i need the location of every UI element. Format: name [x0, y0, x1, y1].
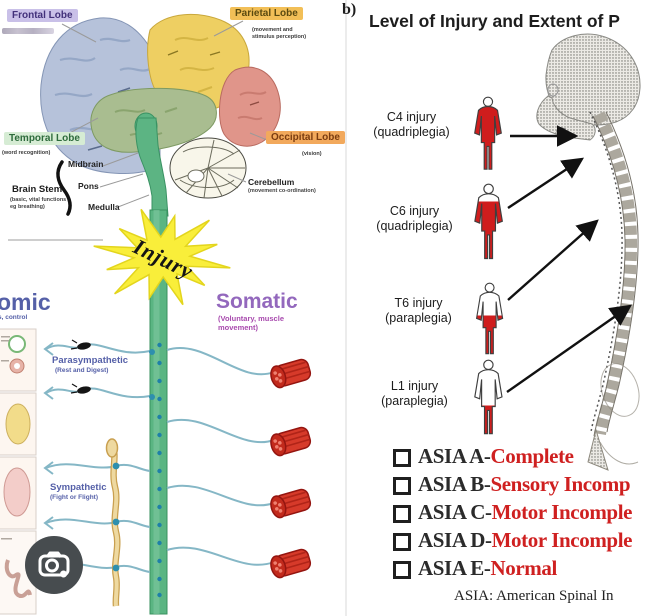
sympathetic-caption: (Fight or Flight) — [50, 494, 99, 501]
injury-level-label-c4: C4 injury (quadriplegia) — [354, 110, 469, 139]
injury-extent-t6: (paraplegia) — [385, 310, 452, 325]
level-arrows — [506, 125, 632, 393]
checkbox-icon — [393, 477, 411, 495]
muscle-icon — [267, 546, 313, 581]
brain-stem-caption: (basic, vital functions eg breathing) — [10, 197, 67, 210]
asia-description: Sensory Incomp — [490, 472, 631, 496]
spinal-nerve-dots — [157, 342, 162, 598]
parietal-lobe-caption: (movement and stimulus perception) — [252, 27, 307, 40]
parietal-lobe-label: Parietal Lobe — [230, 7, 303, 20]
skull-jaw — [536, 95, 596, 141]
cerebellum-label: Cerebellum — [248, 177, 295, 187]
asia-description: Normal — [490, 556, 557, 580]
nerve-lines-right — [166, 347, 275, 566]
brainstem-shape — [134, 112, 169, 217]
panel-title: Level of Injury and Extent of P — [369, 11, 620, 31]
parasympathetic-label: Parasympathetic — [52, 355, 129, 366]
injury-level-label-c6: C6 injury (quadriplegia) — [357, 204, 472, 233]
parasympathetic-caption: (Rest and Digest) — [55, 367, 109, 374]
occipital-lobe-caption: (vision) — [302, 151, 322, 157]
frontal-lobe-label: Frontal Lobe — [7, 9, 78, 22]
asia-grade: ASIA C- — [418, 500, 492, 524]
autonomic-label-truncated: omic — [0, 289, 51, 315]
injury-starburst: Injury — [93, 208, 231, 306]
asia-description: Complete — [490, 444, 574, 468]
brainstem-pointer — [56, 160, 72, 216]
injury-level-t6: T6 injury — [394, 296, 443, 310]
asia-row: ASIA C- Motor Incomple — [393, 500, 632, 525]
injury-level-label-l1: L1 injury (paraplegia) — [357, 379, 472, 408]
injury-level-l1: L1 injury — [390, 379, 439, 393]
midbrain-label: Midbrain — [68, 159, 104, 169]
panel-letter: b) — [342, 1, 357, 18]
asia-grade: ASIA B- — [418, 472, 491, 496]
cerebellum-caption: (movement co-ordination) — [248, 188, 316, 194]
temporal-lobe-label: Temporal Lobe — [4, 132, 85, 145]
spinal-cord — [149, 209, 168, 615]
sympathetic-chain — [105, 438, 121, 607]
google-lens-camera-icon — [38, 551, 70, 578]
somatic-caption: (Voluntary, muscle movement) — [218, 314, 284, 332]
skull-cranium — [545, 33, 641, 126]
injury-level-c6: C6 injury — [389, 204, 440, 218]
figure-c4 — [474, 96, 502, 170]
asia-row: ASIA E- Normal — [393, 556, 557, 581]
injury-extent-c4: (quadriplegia) — [373, 124, 450, 139]
checkbox-icon — [393, 505, 411, 523]
somatic-label: Somatic — [216, 290, 298, 313]
occipital-lobe-label: Occipital Lobe — [266, 131, 345, 144]
muscle-icon — [267, 356, 313, 391]
skull-spine-illustration — [536, 33, 641, 471]
neuron-icons — [70, 339, 91, 394]
checkbox-icon — [393, 449, 411, 467]
injury-figures — [474, 96, 504, 435]
asia-row: ASIA A- Complete — [393, 444, 574, 469]
sympathetic-label: Sympathetic — [50, 482, 107, 493]
temporal-lobe-caption: (word recognition) — [2, 150, 51, 156]
ganglion-dots — [112, 349, 155, 572]
vertebral-column — [593, 111, 638, 436]
google-lens-button[interactable] — [25, 536, 83, 594]
autonomic-caption-truncated: s, control — [0, 314, 28, 321]
injury-extent-l1: (paraplegia) — [381, 393, 448, 408]
brain-stem-label: Brain Stem — [12, 184, 63, 195]
figure-c6 — [474, 183, 503, 260]
frontal-lobe-caption-blur — [2, 28, 54, 34]
injury-level-c4: C4 injury — [386, 110, 437, 124]
injury-level-label-t6: T6 injury (paraplegia) — [361, 296, 476, 325]
occipital-lobe-shape — [219, 66, 281, 147]
asia-description: Motor Incomple — [491, 528, 633, 552]
figure-l1 — [474, 359, 503, 435]
checkbox-icon — [393, 533, 411, 551]
asia-grade: ASIA E- — [418, 556, 491, 580]
asia-row: ASIA D- Motor Incomple — [393, 528, 632, 553]
asia-description: Motor Incomple — [491, 500, 633, 524]
cerebellum-shape — [169, 137, 247, 199]
asia-grade: ASIA A- — [418, 444, 491, 468]
muscle-icon — [267, 486, 313, 521]
asia-row: ASIA B- Sensory Incomp — [393, 472, 631, 497]
pons-label: Pons — [78, 181, 99, 191]
injury-extent-c6: (quadriplegia) — [376, 218, 453, 233]
medulla-label: Medulla — [88, 202, 120, 212]
muscle-icons — [267, 356, 313, 581]
asia-footnote: ASIA: American Spinal In — [454, 588, 614, 604]
organ-strip — [0, 328, 37, 615]
checkbox-icon — [393, 561, 411, 579]
panel-divider — [345, 0, 347, 616]
asia-grade: ASIA D- — [418, 528, 492, 552]
figure-t6 — [476, 282, 504, 355]
muscle-icon — [267, 424, 313, 459]
